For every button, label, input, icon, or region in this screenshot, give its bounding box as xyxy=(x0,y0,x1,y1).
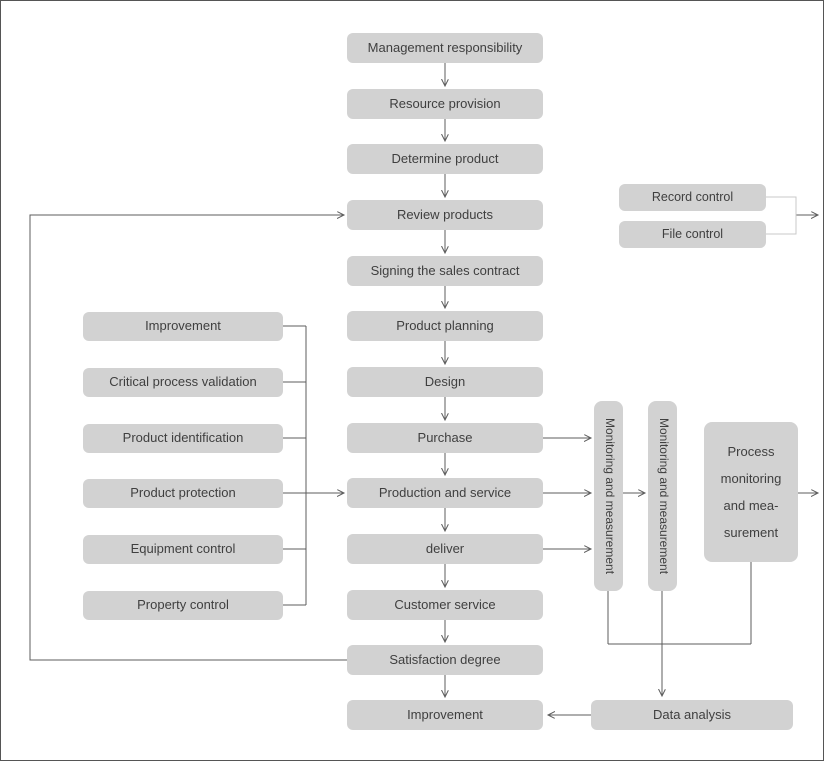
node-design: Design xyxy=(347,367,543,397)
node-signing-sales-contract: Signing the sales contract xyxy=(347,256,543,286)
node-product-protection: Product protection xyxy=(83,479,283,508)
process-monitoring-line-4: surement xyxy=(723,525,779,540)
node-data-analysis: Data analysis xyxy=(591,700,793,730)
node-monitoring-measurement-2: Monitoring and measurement xyxy=(648,401,677,591)
node-process-monitoring-measurement: Process monitoring and mea- surement xyxy=(704,422,798,562)
node-property-control: Property control xyxy=(83,591,283,620)
node-determine-product: Determine product xyxy=(347,144,543,174)
monitoring-label-2: Monitoring and measurement xyxy=(656,417,671,575)
node-improvement-main: Improvement xyxy=(347,700,543,730)
node-product-identification: Product identification xyxy=(83,424,283,453)
node-deliver: deliver xyxy=(347,534,543,564)
node-file-control: File control xyxy=(619,221,766,248)
node-improvement-left: Improvement xyxy=(83,312,283,341)
node-resource-provision: Resource provision xyxy=(347,89,543,119)
bracket-lines xyxy=(766,196,797,235)
node-product-planning: Product planning xyxy=(347,311,543,341)
node-customer-service: Customer service xyxy=(347,590,543,620)
node-purchase: Purchase xyxy=(347,423,543,453)
node-production-and-service: Production and service xyxy=(347,478,543,508)
process-monitoring-line-3: and mea- xyxy=(723,498,779,513)
monitoring-label-1: Monitoring and measurement xyxy=(602,417,617,575)
process-monitoring-line-2: monitoring xyxy=(720,471,782,486)
node-management-responsibility: Management responsibility xyxy=(347,33,543,63)
node-critical-process-validation: Critical process validation xyxy=(83,368,283,397)
node-equipment-control: Equipment control xyxy=(83,535,283,564)
node-review-products: Review products xyxy=(347,200,543,230)
node-satisfaction-degree: Satisfaction degree xyxy=(347,645,543,675)
node-monitoring-measurement-1: Monitoring and measurement xyxy=(594,401,623,591)
node-record-control: Record control xyxy=(619,184,766,211)
process-monitoring-line-1: Process xyxy=(727,444,775,459)
